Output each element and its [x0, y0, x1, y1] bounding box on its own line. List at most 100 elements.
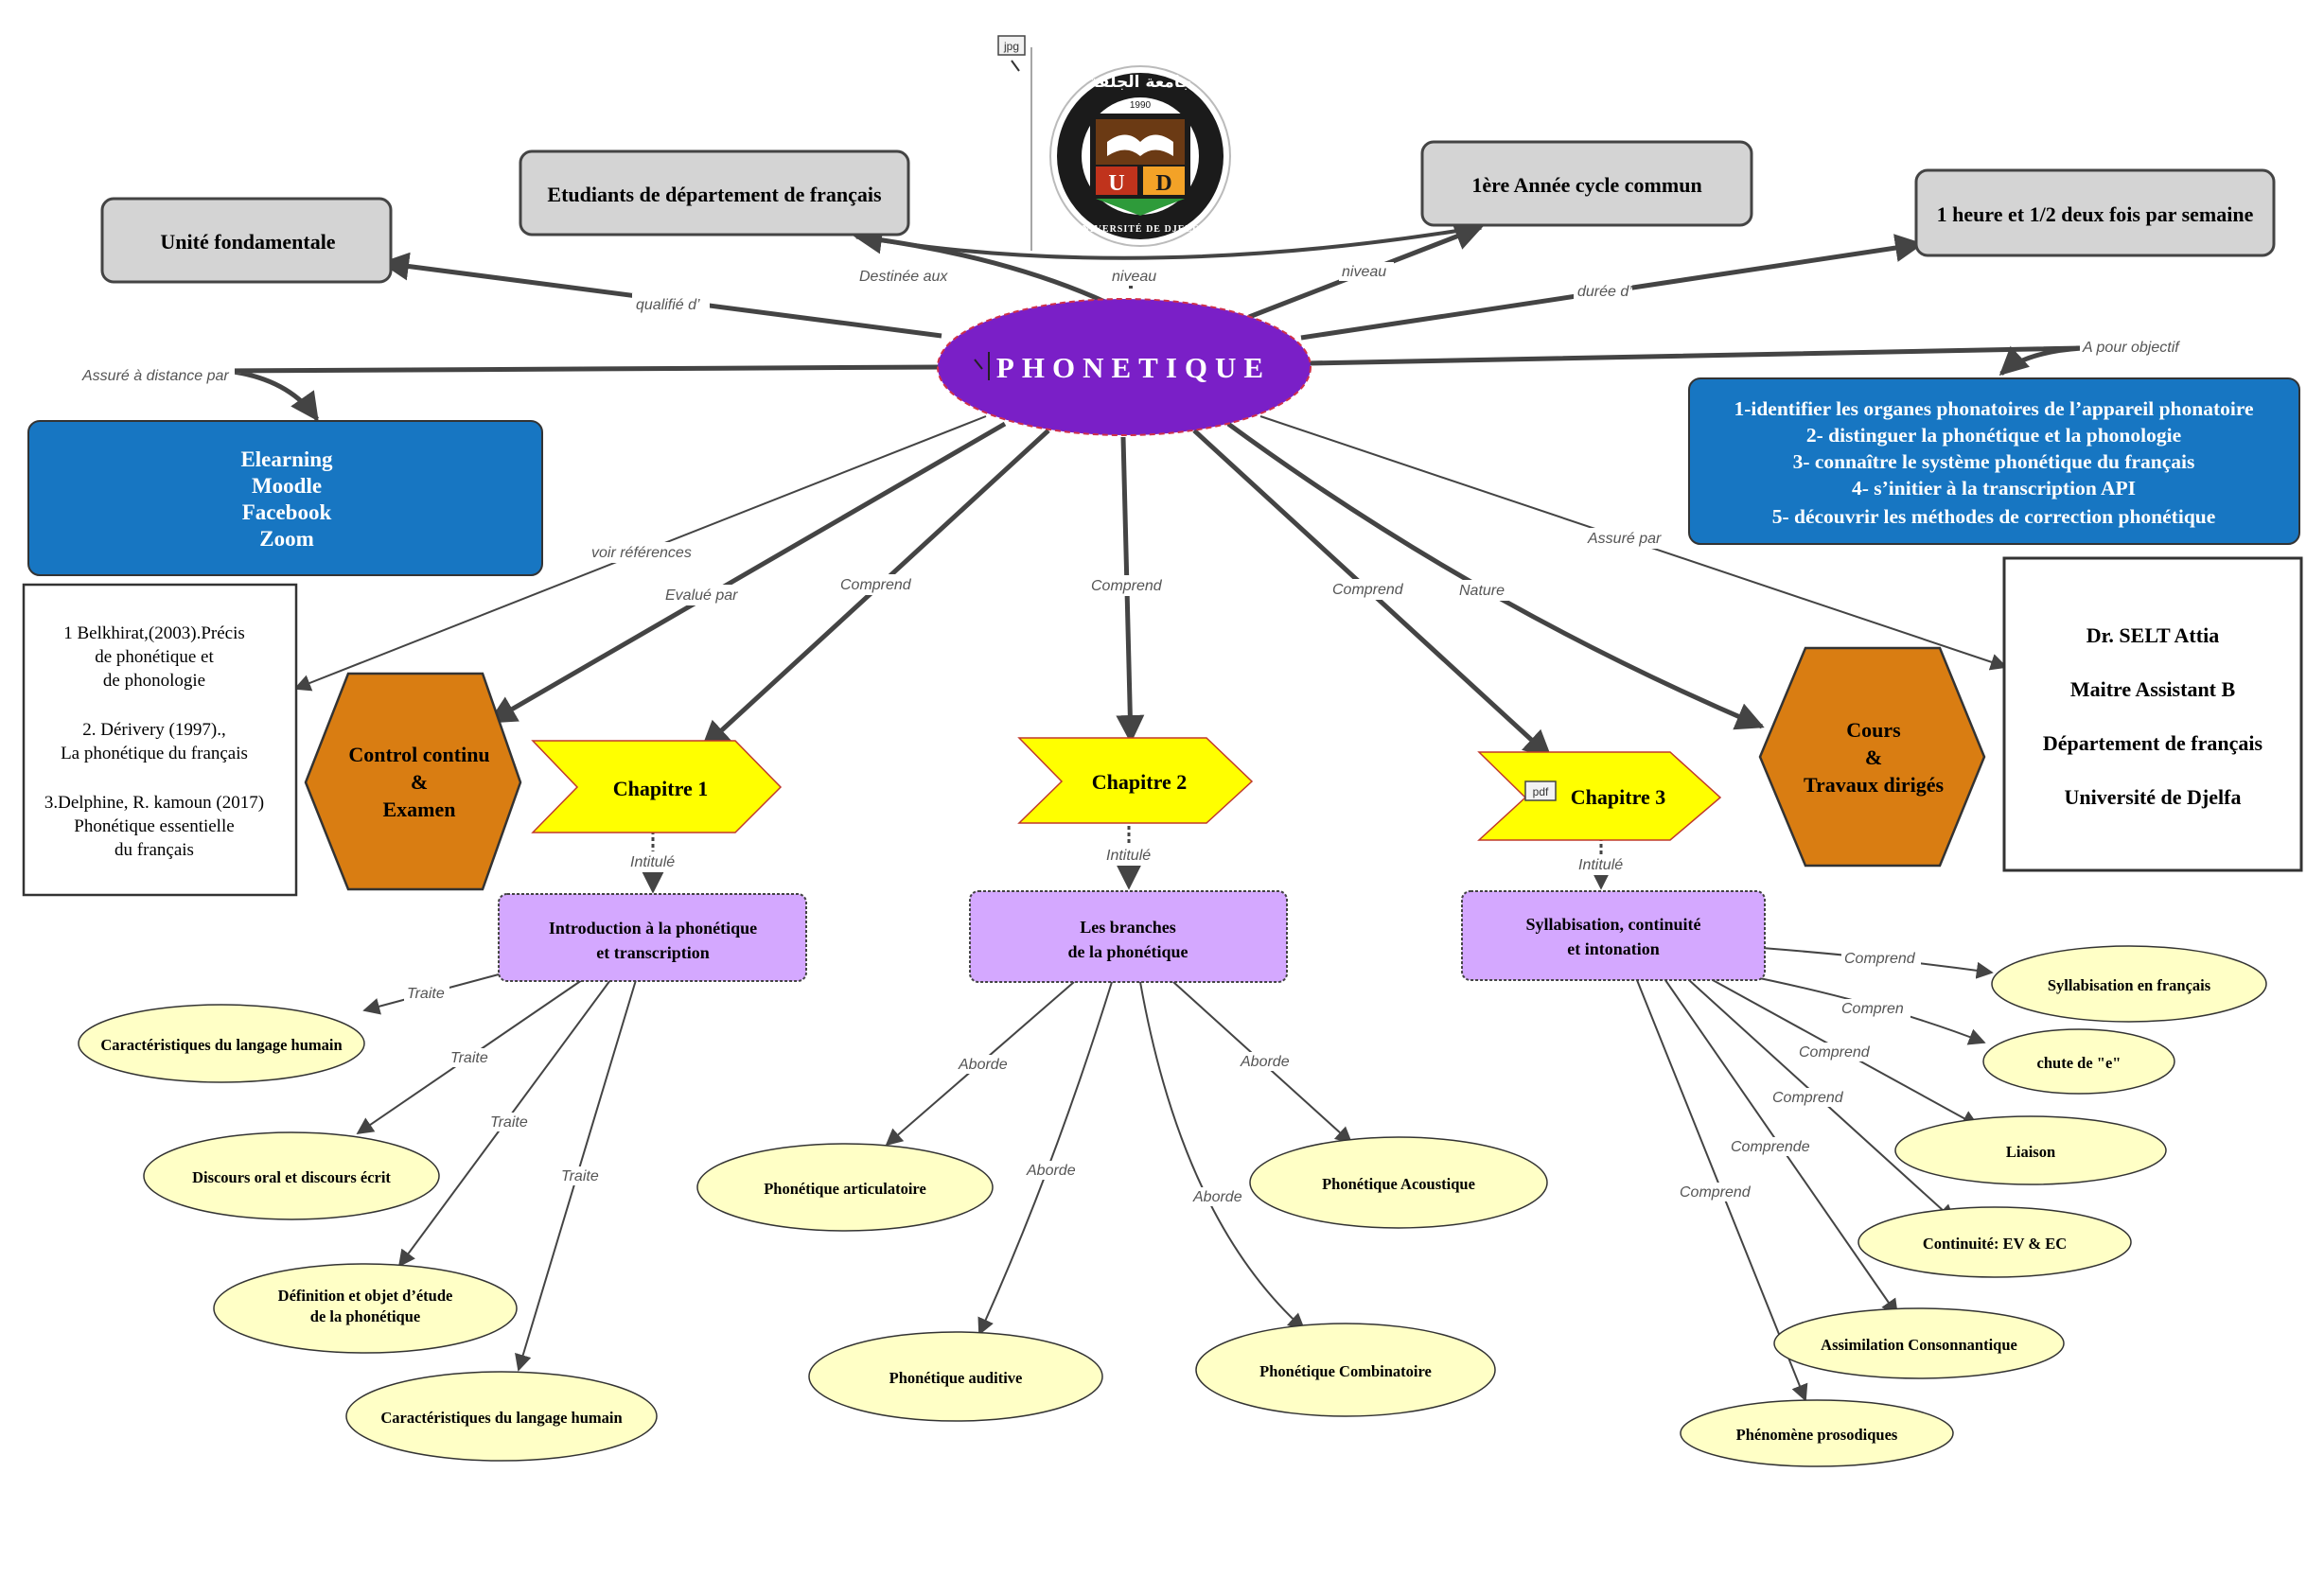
- label-duree: durée d’: [1577, 284, 1632, 300]
- edge-niveau-arc: [855, 219, 1484, 260]
- node-titre-1[interactable]: Introduction à la phonétique et transcri…: [498, 893, 807, 982]
- leaf-ch1-1[interactable]: Caractéristiques du langage humain: [78, 1004, 365, 1083]
- objectif-5: 5- découvrir les méthodes de correction …: [1772, 505, 2216, 528]
- leaf-ch3-1[interactable]: Syllabisation en français: [1991, 945, 2267, 1023]
- label-objectif: A pour objectif: [2082, 340, 2180, 356]
- label-traite-3: Traite: [490, 1114, 528, 1131]
- node-objectifs[interactable]: 1-identifier les organes phonatoires de …: [1688, 377, 2300, 545]
- node-titre-3[interactable]: Syllabisation, continuité et intonation: [1461, 890, 1766, 981]
- node-control[interactable]: Control continu & Examen: [304, 672, 522, 891]
- label-intitule-2: Intitulé: [1106, 848, 1151, 864]
- pdf-badge-label: pdf: [1533, 785, 1549, 798]
- node-annee[interactable]: 1ère Année cycle commun: [1420, 140, 1753, 227]
- label-traite-1: Traite: [407, 986, 445, 1002]
- reference-line-3: de phonologie: [103, 671, 205, 691]
- leaf-ch2-3[interactable]: Phonétique Combinatoire: [1195, 1323, 1496, 1417]
- label-aborde-2: Aborde: [1026, 1163, 1076, 1179]
- leaf-ch3-2-label: chute de "e": [2037, 1054, 2122, 1072]
- leaf-ch1-3[interactable]: Définition et objet d’étude de la phonét…: [213, 1263, 518, 1354]
- node-chapitre-1[interactable]: Chapitre 1: [531, 740, 783, 833]
- logo-shield-gold: [1143, 167, 1185, 195]
- edge-evalue: [487, 421, 1007, 725]
- elearning-line-1: Elearning: [240, 447, 333, 471]
- node-references[interactable]: 1 Belkhirat,(2003).Précis de phonétique …: [22, 583, 298, 897]
- titre-3-line-2: et intonation: [1567, 939, 1660, 958]
- label-niveau-2: niveau: [1342, 264, 1386, 280]
- node-unite[interactable]: Unité fondamentale: [100, 197, 393, 284]
- titre-2-line-1: Les branches: [1080, 918, 1176, 937]
- leaf-ch3-2[interactable]: chute de "e": [1982, 1028, 2175, 1095]
- node-chapitre-3[interactable]: pdf Chapitre 3: [1477, 751, 1722, 841]
- jpg-badge[interactable]: [997, 35, 1026, 56]
- logo-letter-u: U: [1108, 171, 1124, 196]
- logo-latin-text: UNIVERSITÉ DE DJELFA: [1074, 223, 1206, 235]
- label-intitule-1: Intitulé: [630, 854, 675, 870]
- node-titre-2[interactable]: Les branches de la phonétique: [969, 890, 1288, 983]
- titre-1-line-1: Introduction à la phonétique: [549, 919, 757, 938]
- open-book-icon: [1107, 134, 1173, 156]
- node-elearning[interactable]: Elearning Moodle Facebook Zoom: [27, 420, 543, 576]
- titre-3-line-1: Syllabisation, continuité: [1525, 915, 1700, 934]
- logo-year: 1990: [1130, 100, 1152, 111]
- node-chapitre-2[interactable]: Chapitre 2: [1017, 737, 1254, 824]
- leaf-ch1-4[interactable]: Caractéristiques du langage humain: [345, 1371, 658, 1462]
- duree-label: 1 heure et 1/2 deux fois par semaine: [1937, 202, 2254, 226]
- leaf-ch2-4-label: Phonétique Acoustique: [1322, 1175, 1475, 1193]
- objectif-2: 2- distinguer la phonétique et la phonol…: [1806, 424, 2181, 447]
- leaf-ch1-2-label: Discours oral et discours écrit: [192, 1168, 391, 1186]
- leaf-ch2-2-label: Phonétique auditive: [889, 1369, 1023, 1387]
- reference-line-2: de phonétique et: [95, 647, 214, 667]
- leaf-ch3-3[interactable]: Liaison: [1894, 1115, 2167, 1185]
- leaf-ch3-5-label: Assimilation Consonnantique: [1821, 1336, 2017, 1354]
- cours-line-3: Travaux dirigés: [1804, 773, 1945, 797]
- leaf-ch3-6-label: Phénomène prosodiques: [1736, 1426, 1898, 1444]
- enseignant-grade: Maitre Assistant B: [2070, 677, 2236, 701]
- pdf-badge[interactable]: [1524, 780, 1557, 801]
- node-etudiants[interactable]: Etudiants de département de français: [519, 149, 910, 237]
- label-evalue: Evalué par: [665, 587, 738, 604]
- label-qualifie: qualifié d’: [636, 297, 700, 313]
- elearning-line-4: Zoom: [259, 527, 314, 551]
- logo-arabic-text: جامعة الجلفة: [1089, 73, 1192, 92]
- university-logo: jpg جامعة الجلفة 1990 U D UNIVERSITÉ DE …: [997, 35, 1231, 251]
- leaf-ch2-4[interactable]: Phonétique Acoustique: [1249, 1136, 1548, 1229]
- center-marker-tick: [974, 359, 983, 370]
- cours-line-2: &: [1865, 745, 1882, 769]
- label-ch3-6: Comprend: [1680, 1184, 1752, 1201]
- node-enseignant[interactable]: Dr. SELT Attia Maitre Assistant B Départ…: [2002, 556, 2303, 872]
- leaf-ch1-3-line-2: de la phonétique: [310, 1307, 420, 1325]
- chapitre-3-label: Chapitre 3: [1571, 785, 1665, 809]
- label-traite-4: Traite: [561, 1168, 599, 1184]
- leaf-ch3-4[interactable]: Continuité: EV & EC: [1857, 1206, 2132, 1278]
- leaf-ch1-2[interactable]: Discours oral et discours écrit: [143, 1131, 440, 1220]
- cours-line-1: Cours: [1846, 718, 1901, 742]
- leaf-ch3-5[interactable]: Assimilation Consonnantique: [1773, 1307, 2065, 1379]
- link-labels: qualifié d’ Destinée aux niveau niveau d…: [79, 262, 2186, 1206]
- node-cours[interactable]: Cours & Travaux dirigés: [1758, 646, 1986, 868]
- label-comprend-3: Comprend: [1332, 582, 1404, 598]
- center-node[interactable]: PHONETIQUE: [937, 298, 1312, 436]
- label-aborde-1: Aborde: [958, 1057, 1008, 1073]
- etudiants-label: Etudiants de département de français: [547, 183, 882, 206]
- label-aborde-3: Aborde: [1192, 1189, 1242, 1205]
- leaf-ch1-3-line-1: Définition et objet d’étude: [278, 1287, 453, 1305]
- edge-objectif: [1307, 345, 2083, 377]
- enseignant-university: Université de Djelfa: [2065, 785, 2242, 809]
- enseignant-department: Département de français: [2043, 731, 2263, 755]
- leaf-ch2-2[interactable]: Phonétique auditive: [808, 1331, 1103, 1422]
- unite-label: Unité fondamentale: [160, 230, 335, 254]
- leaf-ch3-1-label: Syllabisation en français: [2048, 976, 2211, 994]
- objectif-3: 3- connaître le système phonétique du fr…: [1793, 450, 2195, 473]
- node-duree[interactable]: 1 heure et 1/2 deux fois par semaine: [1914, 168, 2276, 257]
- leaf-ch2-1-label: Phonétique articulatoire: [764, 1180, 926, 1198]
- chapitre-1-label: Chapitre 1: [613, 777, 708, 800]
- leaf-ch3-6[interactable]: Phénomène prosodiques: [1680, 1399, 1954, 1467]
- label-nature: Nature: [1459, 583, 1505, 599]
- leaf-ch1-4-label: Caractéristiques du langage humain: [380, 1409, 622, 1427]
- label-voir-references: voir références: [591, 545, 692, 561]
- reference-line-5: 2. Dérivery (1997).,: [82, 720, 225, 740]
- control-line-3: Examen: [383, 798, 456, 821]
- label-assure-par: Assuré par: [1587, 531, 1662, 547]
- leaf-ch2-1[interactable]: Phonétique articulatoire: [696, 1143, 994, 1232]
